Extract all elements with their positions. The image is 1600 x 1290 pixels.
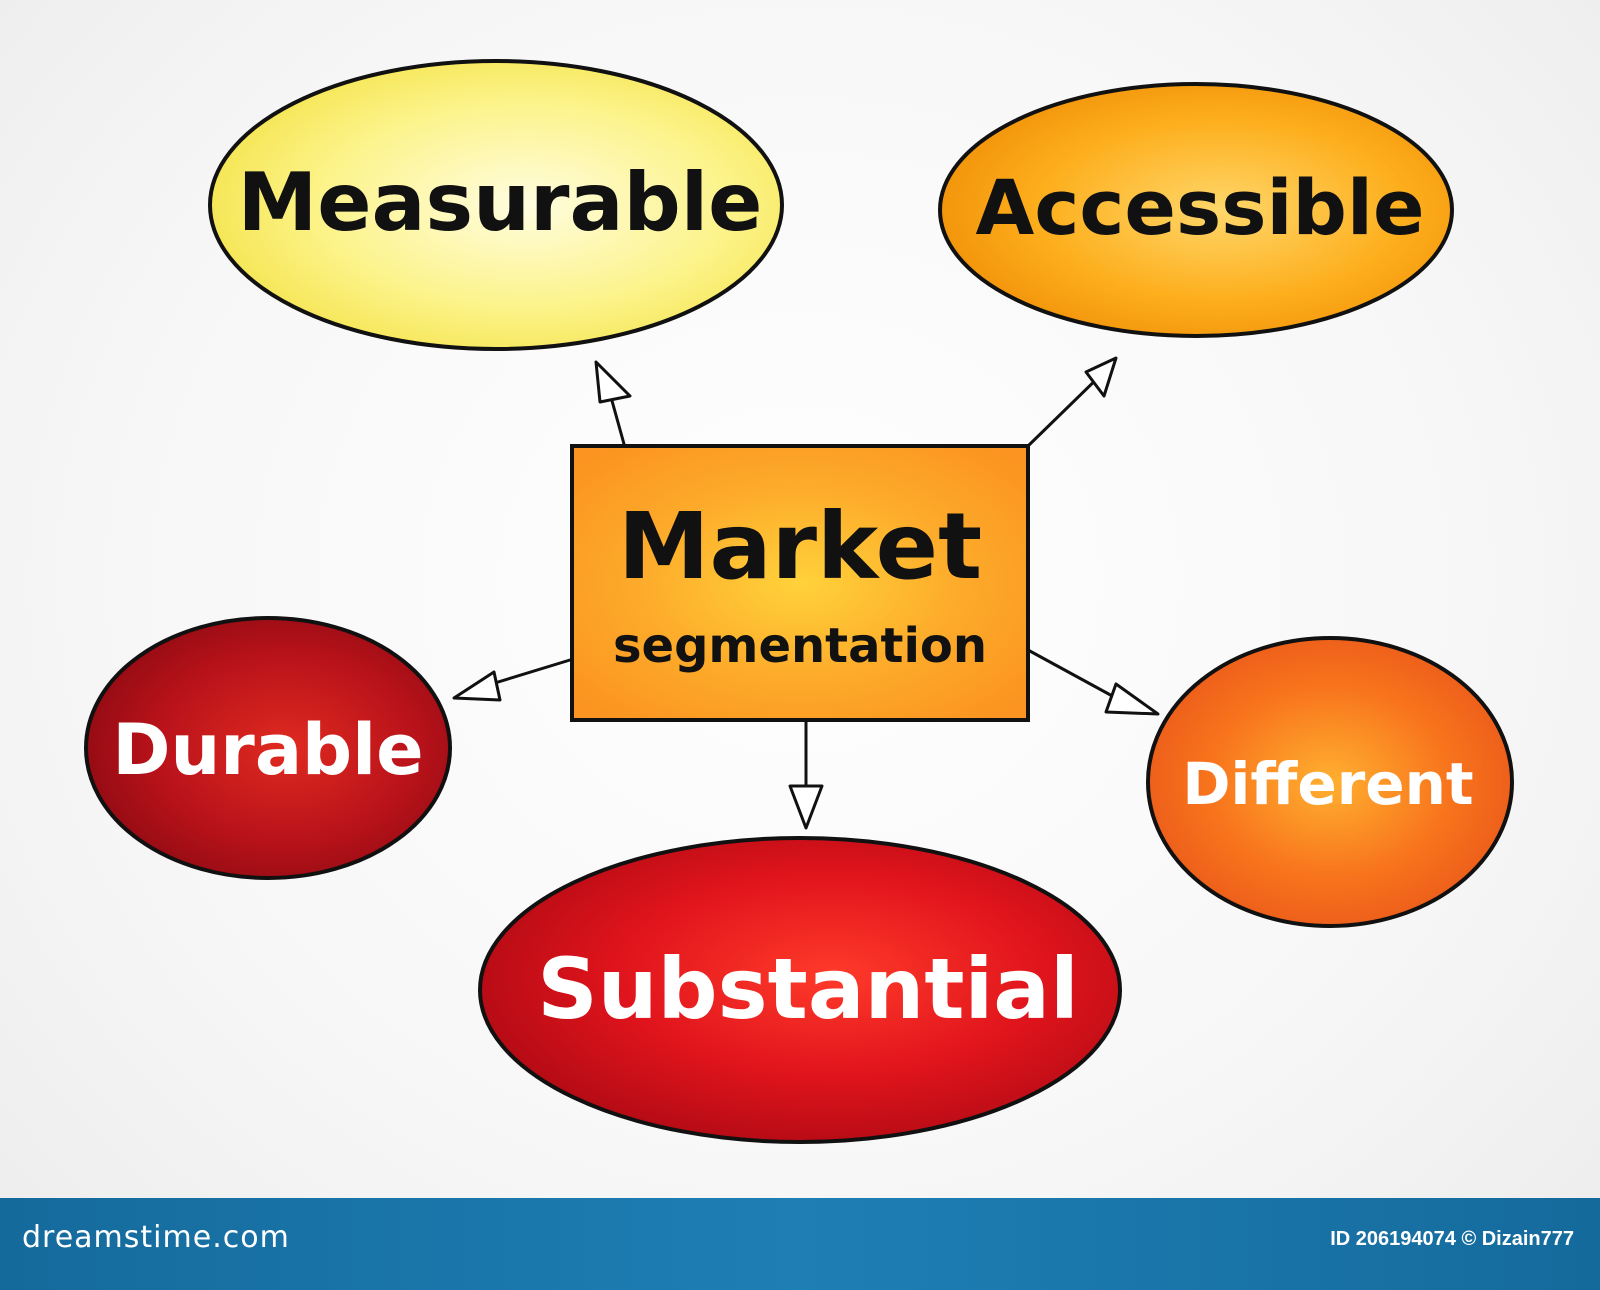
node-durable-shape [84, 616, 452, 880]
arrowhead-substantial [788, 784, 824, 830]
node-durable-label: Durable [112, 709, 423, 791]
footer-site-logo[interactable]: dreamstime.com [22, 1220, 290, 1255]
center-box [570, 444, 1030, 722]
arrowheads [452, 356, 1160, 830]
node-measurable-shape [208, 59, 784, 351]
node-accessible-label: Accessible [976, 163, 1425, 252]
node-substantial-shape [478, 836, 1122, 1144]
node-substantial-label: Substantial [537, 940, 1079, 1038]
node-substantial: Substantial [478, 836, 1122, 1144]
arrowhead-measurable [594, 360, 632, 404]
footer-image-id: ID 206194074 © Dizain777 [1330, 1228, 1574, 1250]
node-durable: Durable [84, 616, 452, 880]
node-accessible-shape [938, 82, 1454, 338]
node-market-segmentation: Market segmentation [570, 444, 1030, 722]
arrowhead-different [1104, 682, 1160, 716]
center-title: Market [618, 493, 982, 600]
node-different-shape [1146, 636, 1514, 928]
arrowhead-accessible [1084, 356, 1118, 398]
arrowhead-durable [452, 670, 502, 702]
mind-map: Measurable Accessible Market segmentatio… [84, 59, 1514, 1144]
node-different-label: Different [1182, 750, 1473, 818]
footer-bar: dreamstime.com ID 206194074 © Dizain777 [0, 1198, 1600, 1290]
center-subtitle: segmentation [613, 618, 987, 674]
node-measurable-label: Measurable [238, 156, 763, 249]
node-different: Different [1146, 636, 1514, 928]
node-measurable: Measurable [208, 59, 784, 351]
node-accessible: Accessible [938, 82, 1454, 338]
